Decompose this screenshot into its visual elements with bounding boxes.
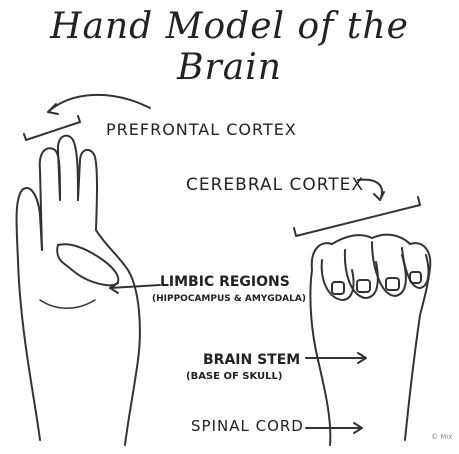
fist [310,235,430,445]
label-limbic-regions: LIMBIC REGIONS [160,274,290,290]
label-spinal-cord: SPINAL CORD [191,417,304,435]
cerebral-bracket [294,197,420,236]
spinalcord-arrow [306,423,362,433]
label-brain-stem-detail: (BASE OF SKULL) [186,371,282,382]
rotate-arrow [48,95,150,112]
label-limbic-detail: (HIPPOCAMPUS & AMYGDALA) [152,294,306,304]
label-prefrontal-cortex: PREFRONTAL CORTEX [106,120,297,139]
open-hand [17,136,140,445]
label-cerebral-cortex: CEREBRAL CORTEX [186,175,364,195]
credit-text: © Mix [431,433,452,441]
brainstem-arrow [306,353,366,363]
label-brain-stem: BRAIN STEM [203,352,300,368]
prefrontal-bracket [24,116,80,140]
